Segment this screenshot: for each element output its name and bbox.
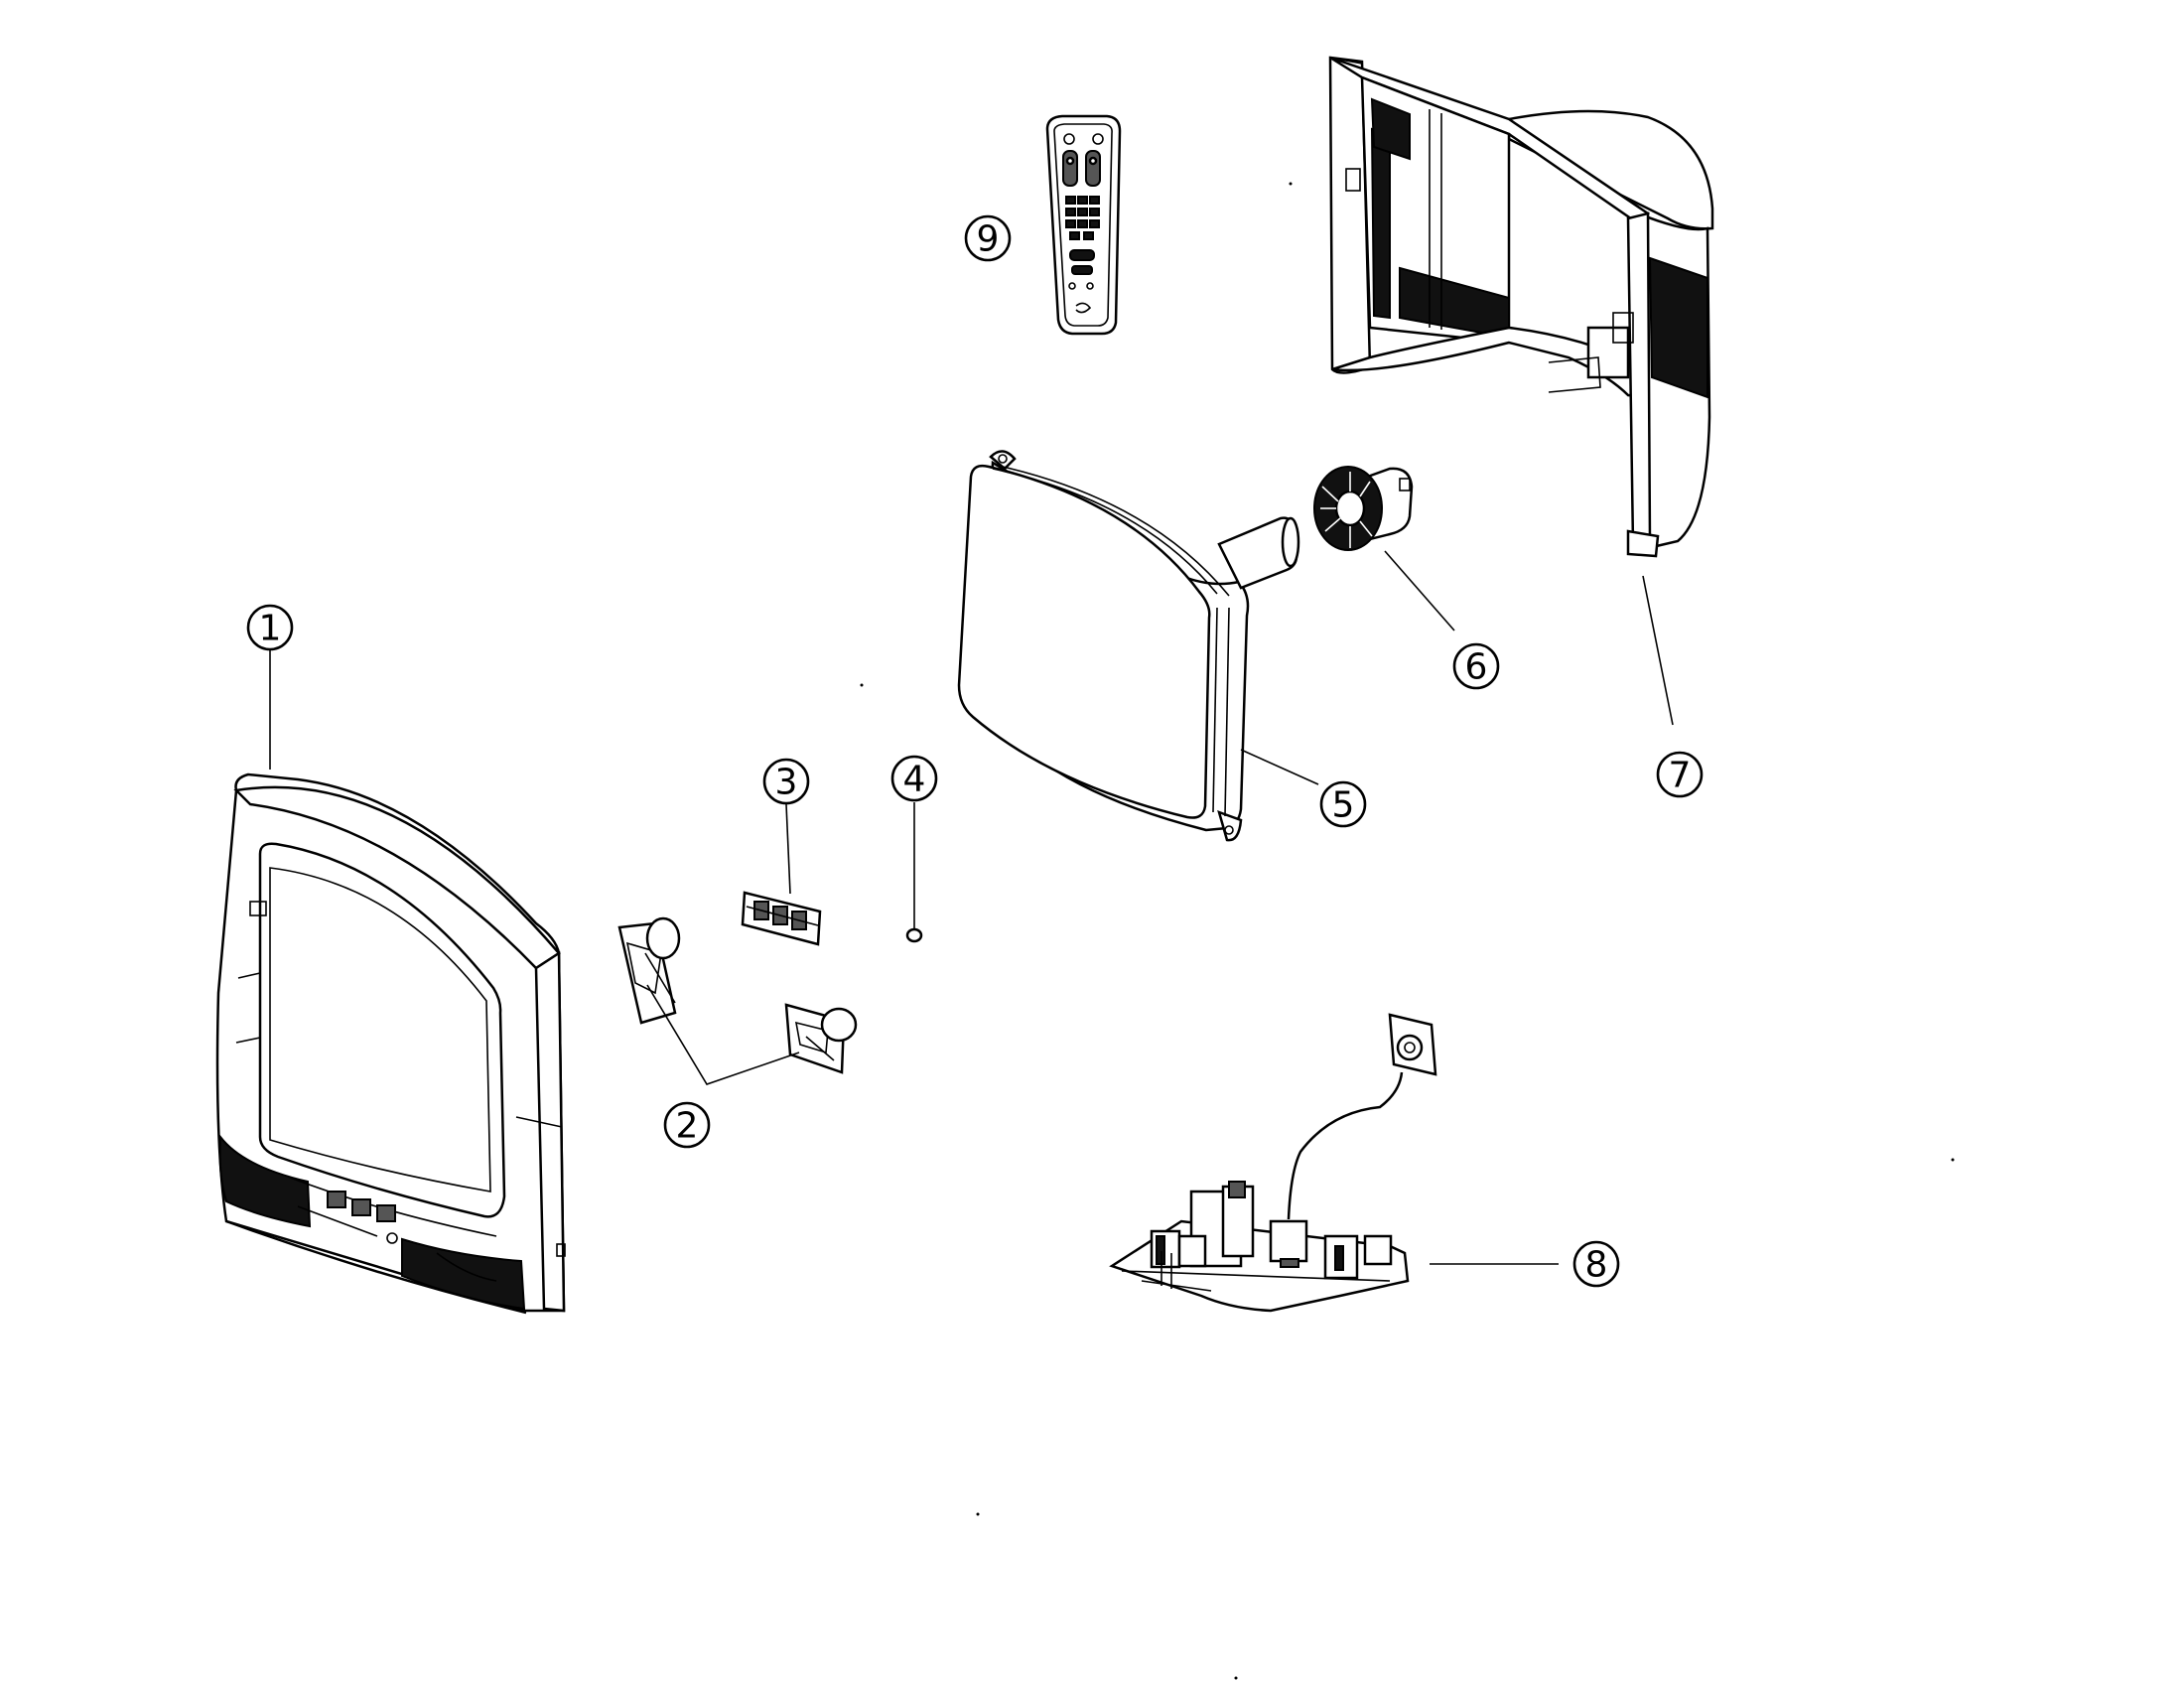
callout-3: 3 [762, 758, 810, 805]
callout-6-label: 6 [1465, 647, 1488, 688]
callout-4-label: 4 [903, 760, 926, 800]
callout-9-label: 9 [977, 219, 1000, 260]
leader-lines [269, 550, 1674, 1265]
callout-1-label: 1 [259, 609, 282, 649]
speaker-upper [617, 916, 681, 1025]
scan-specks [860, 182, 1955, 1680]
callout-2-label: 2 [676, 1106, 699, 1147]
control-button-panel [741, 891, 822, 946]
callout-8: 8 [1572, 1240, 1620, 1288]
leader-6 [1384, 550, 1455, 632]
callout-7-label: 7 [1669, 756, 1692, 796]
leader-5 [1240, 749, 1319, 785]
leader-7 [1642, 575, 1674, 726]
callout-7: 7 [1656, 751, 1704, 798]
leader-2 [646, 984, 800, 1085]
picture-tube [957, 450, 1300, 842]
callout-5: 5 [1319, 780, 1367, 828]
callout-9: 9 [964, 214, 1012, 262]
callout-5-label: 5 [1332, 785, 1355, 826]
front-cabinet [215, 772, 566, 1315]
back-cabinet [1328, 56, 1714, 558]
callout-2: 2 [663, 1101, 711, 1149]
indicator-lens [905, 927, 923, 943]
callout-1: 1 [246, 604, 294, 651]
callout-8-label: 8 [1585, 1245, 1608, 1286]
callout-3-label: 3 [775, 763, 798, 803]
main-circuit-board [1109, 1013, 1437, 1313]
callout-6: 6 [1452, 642, 1500, 690]
leader-3 [785, 803, 791, 895]
speaker-lower [784, 1003, 858, 1074]
remote-control [1045, 114, 1122, 336]
callout-4: 4 [890, 755, 938, 802]
deflection-yoke [1313, 466, 1414, 551]
